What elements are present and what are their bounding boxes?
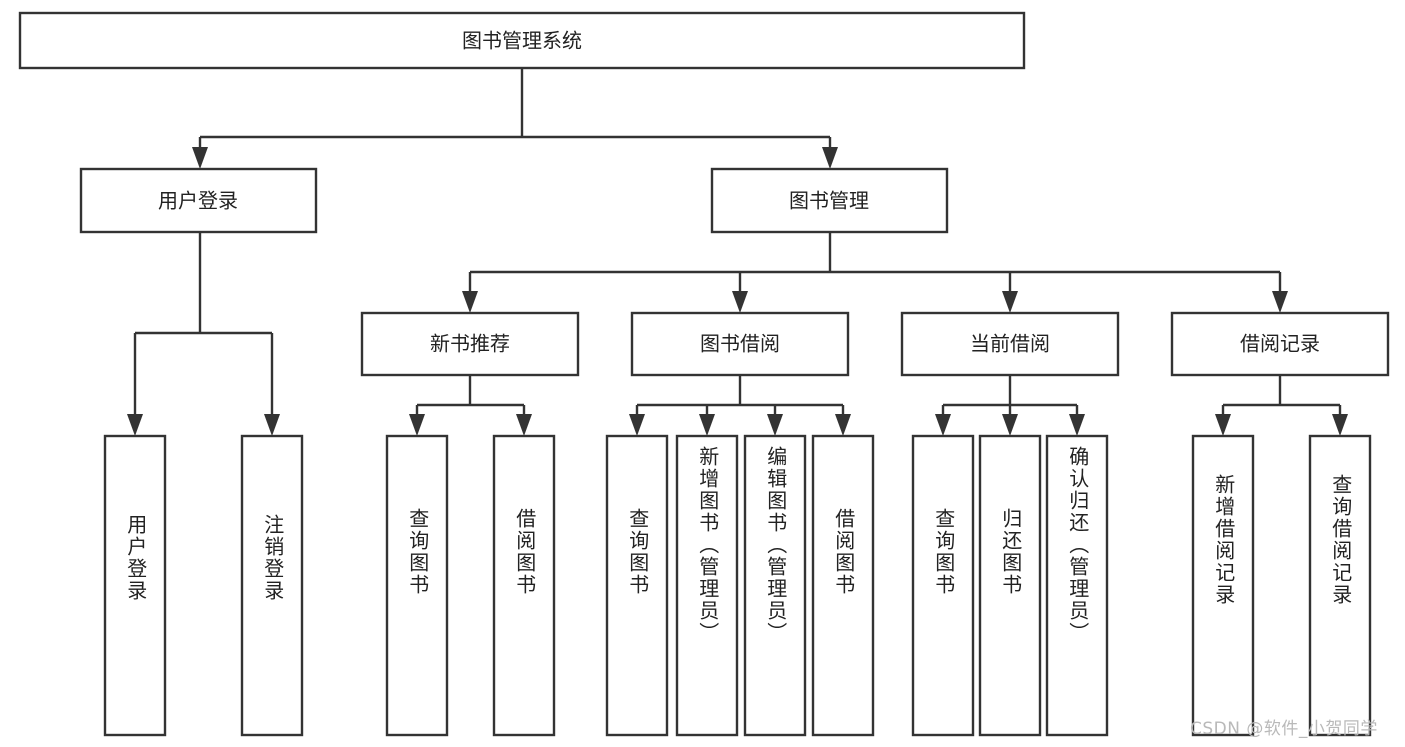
node-current-borrow-label: 当前借阅 [970, 332, 1050, 356]
arrow-to-new-book [462, 291, 478, 313]
arrow-to-borrow-record [1272, 291, 1288, 313]
node-leaf-query-book-3[interactable] [911, 434, 975, 737]
node-leaf-add-book[interactable] [675, 434, 739, 737]
arrow-to-leaf-add-record [1215, 414, 1231, 436]
node-root[interactable] [18, 11, 1026, 70]
node-leaf-return-book[interactable] [978, 434, 1042, 737]
node-book-manage-label: 图书管理 [789, 189, 869, 213]
arrow-to-leaf-query-book-2 [629, 414, 645, 436]
arrow-to-book-manage [822, 147, 838, 169]
node-root-label: 图书管理系统 [462, 29, 582, 53]
node-leaf-query-book-2[interactable] [605, 434, 669, 737]
node-leaf-borrow-book-2[interactable] [811, 434, 875, 737]
arrow-to-leaf-edit-book [767, 414, 783, 436]
arrow-to-leaf-query-book-1 [409, 414, 425, 436]
arrow-to-leaf-add-book [699, 414, 715, 436]
node-leaf-confirm-return[interactable] [1045, 434, 1109, 737]
node-new-book-recommend[interactable] [360, 311, 580, 377]
arrow-to-leaf-user-logout [264, 414, 280, 436]
node-book-borrow[interactable] [630, 311, 850, 377]
arrow-to-book-borrow [732, 291, 748, 313]
node-leaf-query-book-1[interactable] [385, 434, 449, 737]
node-new-book-recommend-label: 新书推荐 [430, 332, 510, 356]
node-borrow-record-label: 借阅记录 [1240, 332, 1320, 356]
node-leaf-edit-book[interactable] [743, 434, 807, 737]
arrow-to-leaf-return-book [1002, 414, 1018, 436]
node-current-borrow[interactable] [900, 311, 1120, 377]
node-book-manage[interactable] [710, 167, 949, 234]
arrow-to-leaf-query-book-3 [935, 414, 951, 436]
node-user-login[interactable] [79, 167, 318, 234]
arrow-to-leaf-confirm-return [1069, 414, 1085, 436]
arrow-to-leaf-borrow-book-1 [516, 414, 532, 436]
arrow-to-leaf-borrow-book-2 [835, 414, 851, 436]
node-leaf-query-record[interactable] [1308, 434, 1372, 737]
arrow-to-user-login [192, 147, 208, 169]
watermark-text: CSDN @软件_小贺同学 [1190, 719, 1378, 739]
arrow-to-current-borrow [1002, 291, 1018, 313]
node-leaf-add-record[interactable] [1191, 434, 1255, 737]
arrow-to-leaf-user-login [127, 414, 143, 436]
node-leaf-user-logout[interactable] [240, 434, 304, 737]
edges-layer [127, 68, 1348, 436]
node-user-login-label: 用户登录 [158, 189, 238, 213]
node-leaf-user-login[interactable] [103, 434, 167, 737]
arrow-to-leaf-query-record [1332, 414, 1348, 436]
node-leaf-borrow-book-1[interactable] [492, 434, 556, 737]
node-borrow-record[interactable] [1170, 311, 1390, 377]
node-book-borrow-label: 图书借阅 [700, 332, 780, 356]
nodes-layer: 图书管理系统 用户登录 图书管理 新书推荐 图书借阅 当前借阅 借阅记录 [18, 11, 1390, 737]
